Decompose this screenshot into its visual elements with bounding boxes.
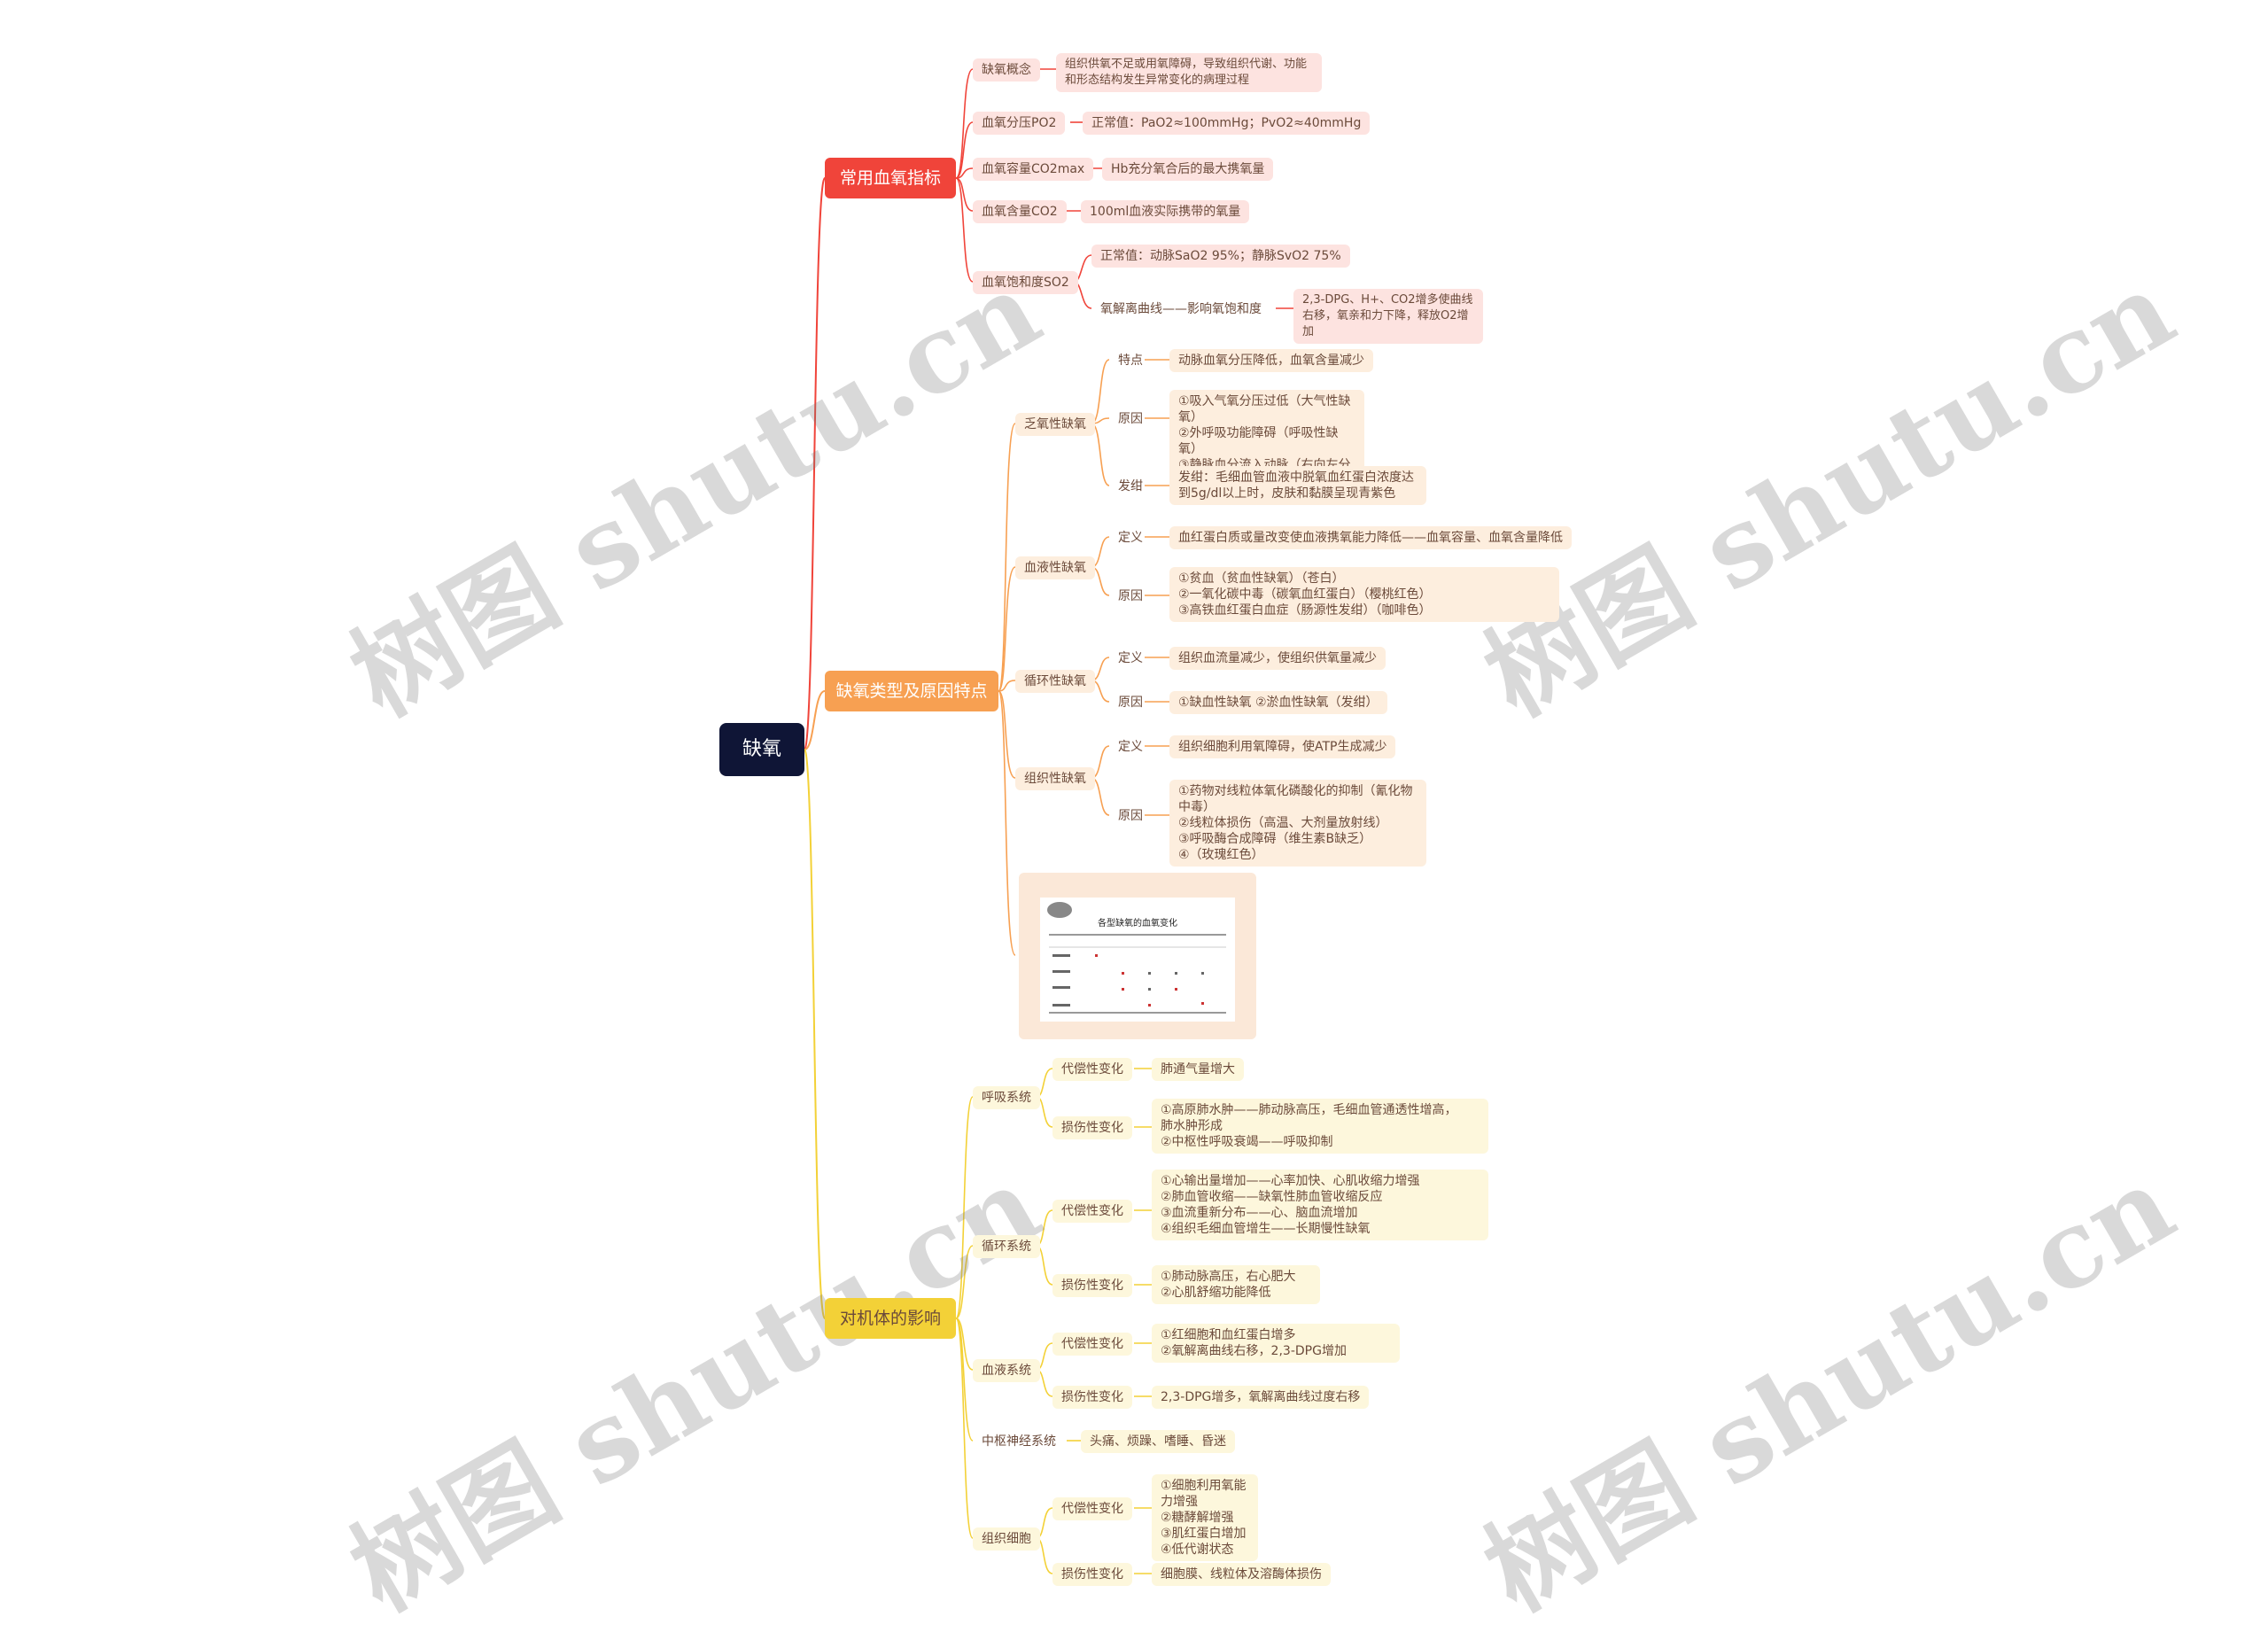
link-root-b1 (804, 177, 826, 750)
type-hemic-def[interactable]: 血红蛋白质或量改变使血液携氧能力降低——血氧容量、血氧含量降低 (1169, 526, 1572, 549)
effect-tissue[interactable]: 组织细胞 (973, 1527, 1040, 1551)
branch-blood-oxygen-indices[interactable]: 常用血氧指标 (825, 158, 956, 198)
table-thumbnail: 各型缺氧的血氧变化 (1047, 902, 1226, 1014)
type-hypotonic-cyanosis-label[interactable]: 发绀 (1118, 479, 1143, 494)
table-paper: 各型缺氧的血氧变化 (1040, 898, 1235, 1022)
type-circulatory-def-label[interactable]: 定义 (1118, 651, 1143, 665)
type-histotoxic-def-label[interactable]: 定义 (1118, 740, 1143, 754)
effect-circulatory-comp-label[interactable]: 代偿性变化 (1052, 1200, 1132, 1223)
type-hypotonic[interactable]: 乏氧性缺氧 (1015, 413, 1095, 436)
root-node[interactable]: 缺氧 (719, 723, 804, 776)
type-hemic[interactable]: 血液性缺氧 (1015, 556, 1095, 579)
type-histotoxic[interactable]: 组织性缺氧 (1015, 767, 1095, 790)
type-hypotonic-feature[interactable]: 动脉血氧分压降低，血氧含量减少 (1169, 349, 1373, 372)
type-hypotonic-cyanosis[interactable]: 发绀：毛细血管血液中脱氧血红蛋白浓度达 到5g/dl以上时，皮肤和黏膜呈现青紫色 (1169, 466, 1426, 505)
node-content[interactable]: 血氧含量CO2 (973, 200, 1067, 223)
node-saturation-normal[interactable]: 正常值：动脉SaO2 95%；静脉SvO2 75% (1091, 245, 1350, 268)
type-circulatory[interactable]: 循环性缺氧 (1015, 670, 1095, 693)
effect-respiratory-damage[interactable]: ①高原肺水肿——肺动脉高压，毛细血管通透性增高， 肺水肿形成 ②中枢性呼吸衰竭—… (1152, 1099, 1488, 1154)
effect-blood-comp-label[interactable]: 代偿性变化 (1052, 1333, 1132, 1356)
type-circulatory-cause[interactable]: ①缺血性缺氧 ②淤血性缺氧（发绀） (1169, 691, 1387, 714)
node-hypoxia-concept-text[interactable]: 组织供氧不足或用氧障碍，导致组织代谢、功能和形态结构发生异常变化的病理过程 (1056, 53, 1322, 92)
link-root-b3 (804, 749, 826, 1319)
table-badge-icon (1047, 902, 1072, 918)
type-hypotonic-feature-label[interactable]: 特点 (1118, 354, 1143, 368)
type-circulatory-def[interactable]: 组织血流量减少，使组织供氧量减少 (1169, 647, 1386, 670)
node-dissociation-factors[interactable]: 2,3-DPG、H+、CO2增多使曲线右移，氧亲和力下降，释放O2增加 (1293, 289, 1483, 344)
type-hypotonic-cause-label[interactable]: 原因 (1118, 412, 1143, 426)
effect-blood-damage-label[interactable]: 损伤性变化 (1052, 1386, 1132, 1409)
type-hemic-cause[interactable]: ①贫血（贫血性缺氧）（苍白） ②一氧化碳中毒（碳氧血红蛋白）（樱桃红色） ③高铁… (1169, 567, 1559, 622)
node-dissociation-curve[interactable]: 氧解离曲线——影响氧饱和度 (1100, 302, 1262, 316)
effect-tissue-comp[interactable]: ①细胞利用氧能力增强 ②糖酵解增强 ③肌红蛋白增加 ④低代谢状态 (1152, 1474, 1258, 1561)
effect-tissue-comp-label[interactable]: 代偿性变化 (1052, 1497, 1132, 1520)
node-hypoxia-concept[interactable]: 缺氧概念 (973, 58, 1040, 82)
node-capacity-text[interactable]: Hb充分氧合后的最大携氧量 (1102, 158, 1274, 181)
type-histotoxic-cause[interactable]: ①药物对线粒体氧化磷酸化的抑制（氰化物中毒） ②线粒体损伤（高温、大剂量放射线）… (1169, 780, 1426, 867)
link-root-b2 (804, 690, 826, 750)
node-partial-pressure-text[interactable]: 正常值：PaO2≈100mmHg；PvO2≈40mmHg (1083, 112, 1371, 135)
effect-circulatory-damage[interactable]: ①肺动脉高压，右心肥大 ②心肌舒缩功能降低 (1152, 1265, 1320, 1304)
node-partial-pressure[interactable]: 血氧分压PO2 (973, 112, 1066, 135)
effect-cns-text[interactable]: 头痛、烦躁、嗜睡、昏迷 (1081, 1430, 1235, 1453)
type-histotoxic-cause-label[interactable]: 原因 (1118, 809, 1143, 823)
effect-respiratory-damage-label[interactable]: 损伤性变化 (1052, 1116, 1132, 1139)
type-histotoxic-def[interactable]: 组织细胞利用氧障碍，使ATP生成减少 (1169, 735, 1396, 758)
effect-respiratory-comp[interactable]: 肺通气量增大 (1152, 1058, 1244, 1081)
effect-blood-damage[interactable]: 2,3-DPG增多，氧解离曲线过度右移 (1152, 1386, 1370, 1409)
effect-circulatory-damage-label[interactable]: 损伤性变化 (1052, 1274, 1132, 1297)
type-circulatory-cause-label[interactable]: 原因 (1118, 696, 1143, 710)
branch-body-effects[interactable]: 对机体的影响 (825, 1298, 956, 1339)
node-saturation[interactable]: 血氧饱和度SO2 (973, 271, 1078, 294)
branch-hypoxia-types[interactable]: 缺氧类型及原因特点 (825, 671, 998, 711)
type-hemic-cause-label[interactable]: 原因 (1118, 589, 1143, 603)
embedded-table-image[interactable]: 各型缺氧的血氧变化 (1019, 873, 1256, 1039)
effect-respiratory[interactable]: 呼吸系统 (973, 1086, 1040, 1109)
effect-tissue-damage[interactable]: 细胞膜、线粒体及溶酶体损伤 (1152, 1563, 1331, 1586)
table-title: 各型缺氧的血氧变化 (1098, 917, 1177, 929)
effect-circulatory[interactable]: 循环系统 (973, 1235, 1040, 1258)
effect-blood-comp[interactable]: ①红细胞和血红蛋白增多 ②氧解离曲线右移，2,3-DPG增加 (1152, 1324, 1400, 1363)
effect-respiratory-comp-label[interactable]: 代偿性变化 (1052, 1058, 1132, 1081)
effect-circulatory-comp[interactable]: ①心输出量增加——心率加快、心肌收缩力增强 ②肺血管收缩——缺氧性肺血管收缩反应… (1152, 1170, 1488, 1240)
type-hemic-def-label[interactable]: 定义 (1118, 531, 1143, 545)
node-content-text[interactable]: 100ml血液实际携带的氧量 (1081, 200, 1250, 223)
effect-cns[interactable]: 中枢神经系统 (982, 1434, 1056, 1449)
effect-tissue-damage-label[interactable]: 损伤性变化 (1052, 1563, 1132, 1586)
effect-blood[interactable]: 血液系统 (973, 1359, 1040, 1382)
node-capacity[interactable]: 血氧容量CO2max (973, 158, 1094, 181)
